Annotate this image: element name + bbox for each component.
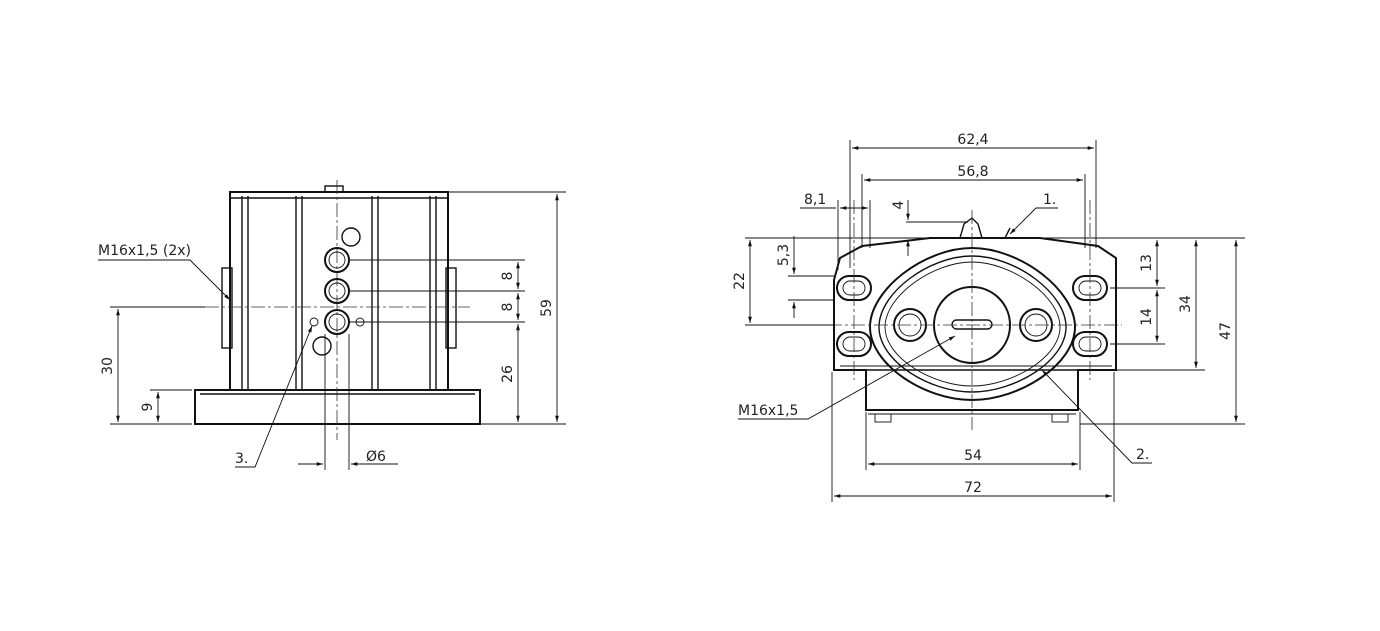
dim-8b-label: 8 — [500, 303, 516, 312]
dim-47-label: 47 — [1218, 322, 1234, 340]
front-view-housing — [833, 237, 1117, 411]
front-thread-note: M16x1,5 — [738, 403, 798, 419]
led-hole-2 — [324, 278, 350, 304]
dim-dia6-label: Ø6 — [366, 449, 386, 465]
dim-22-label: 22 — [732, 272, 748, 290]
side-view: 30 9 8 8 26 59 Ø6 M16x1,5 (2x) 3. — [98, 180, 566, 470]
dim-14-label: 14 — [1139, 308, 1155, 326]
dim-9-label: 9 — [140, 403, 156, 412]
dim-30-label: 30 — [100, 357, 116, 375]
front-view: 62,4 56,8 8,1 4 1. 22 5,3 13 — [732, 132, 1245, 502]
led-hole-3 — [324, 309, 350, 335]
side-view-base-flange — [194, 389, 481, 425]
dim-72-label: 72 — [964, 480, 982, 496]
dim-59-label: 59 — [539, 299, 555, 317]
cover-flange — [868, 246, 1077, 402]
dim-26-label: 26 — [500, 365, 516, 383]
led-hole-1 — [324, 247, 350, 273]
callout-3: 3. — [235, 451, 248, 467]
dim-56-8-label: 56,8 — [957, 164, 988, 180]
small-top-hole — [341, 227, 361, 247]
dim-8a-label: 8 — [500, 272, 516, 281]
left-thread-boss — [221, 267, 233, 349]
side-thread-note: M16x1,5 (2x) — [98, 243, 191, 259]
dim-5-3-label: 5,3 — [776, 244, 792, 266]
callout-2: 2. — [1136, 447, 1149, 463]
dim-54-label: 54 — [964, 448, 982, 464]
dim-8-1-label: 8,1 — [804, 192, 826, 208]
small-bottom-hole — [312, 336, 332, 356]
dim-13-label: 13 — [1139, 254, 1155, 272]
dim-4-label: 4 — [891, 200, 907, 209]
dim-34-label: 34 — [1178, 295, 1194, 313]
callout-1: 1. — [1043, 192, 1056, 208]
right-thread-boss — [445, 267, 457, 349]
dim-62-4-label: 62,4 — [957, 132, 988, 148]
